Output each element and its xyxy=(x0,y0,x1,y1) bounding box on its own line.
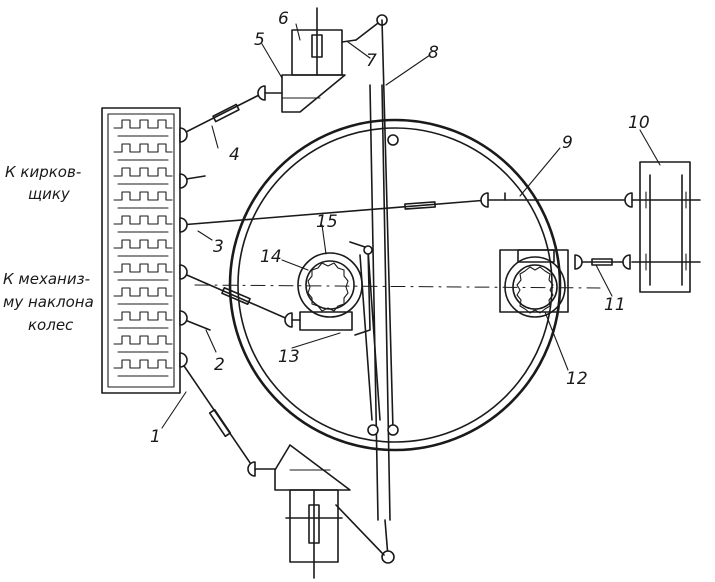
linkage-rods xyxy=(179,91,633,471)
upper-gearbox xyxy=(257,7,383,113)
caption-tilt-mechanism: К механиз- му наклона колес xyxy=(3,270,94,334)
slewing-ring xyxy=(228,118,562,452)
callout-14: 14 xyxy=(260,247,282,267)
callout-2: 2 xyxy=(214,355,225,375)
rod-9-joint xyxy=(480,192,633,208)
callout-15: 15 xyxy=(316,212,338,232)
caption-scarifier: К кирков- щику xyxy=(5,163,81,203)
caption-tilt-line1: К механиз- xyxy=(3,270,90,288)
caption-scarifier-line1: К кирков- xyxy=(5,163,81,181)
callout-5: 5 xyxy=(254,30,265,50)
right-gear-assembly xyxy=(499,249,631,318)
callout-numbers: 1 2 3 4 5 6 7 8 9 10 11 12 13 14 15 xyxy=(150,9,650,447)
callout-9: 9 xyxy=(562,133,573,153)
callout-13: 13 xyxy=(278,347,300,367)
caption-tilt-line3: колес xyxy=(28,316,74,334)
callout-8: 8 xyxy=(428,43,439,63)
leader-lines xyxy=(161,23,661,429)
lever-8 xyxy=(335,14,399,564)
callout-7: 7 xyxy=(366,51,377,71)
callout-1: 1 xyxy=(150,427,161,447)
center-line xyxy=(194,284,601,289)
callout-10: 10 xyxy=(628,113,650,133)
left-gear-assembly xyxy=(284,241,381,421)
joint-heads xyxy=(179,127,188,368)
control-block xyxy=(101,107,181,394)
callout-4: 4 xyxy=(229,145,240,165)
callout-11: 11 xyxy=(604,295,626,315)
callout-12: 12 xyxy=(566,369,588,389)
callout-6: 6 xyxy=(278,9,289,29)
right-device xyxy=(631,161,701,293)
lower-gearbox xyxy=(247,444,351,579)
caption-tilt-line2: му наклона xyxy=(3,293,94,311)
caption-scarifier-line2: щику xyxy=(28,185,71,203)
callout-3: 3 xyxy=(213,237,224,257)
